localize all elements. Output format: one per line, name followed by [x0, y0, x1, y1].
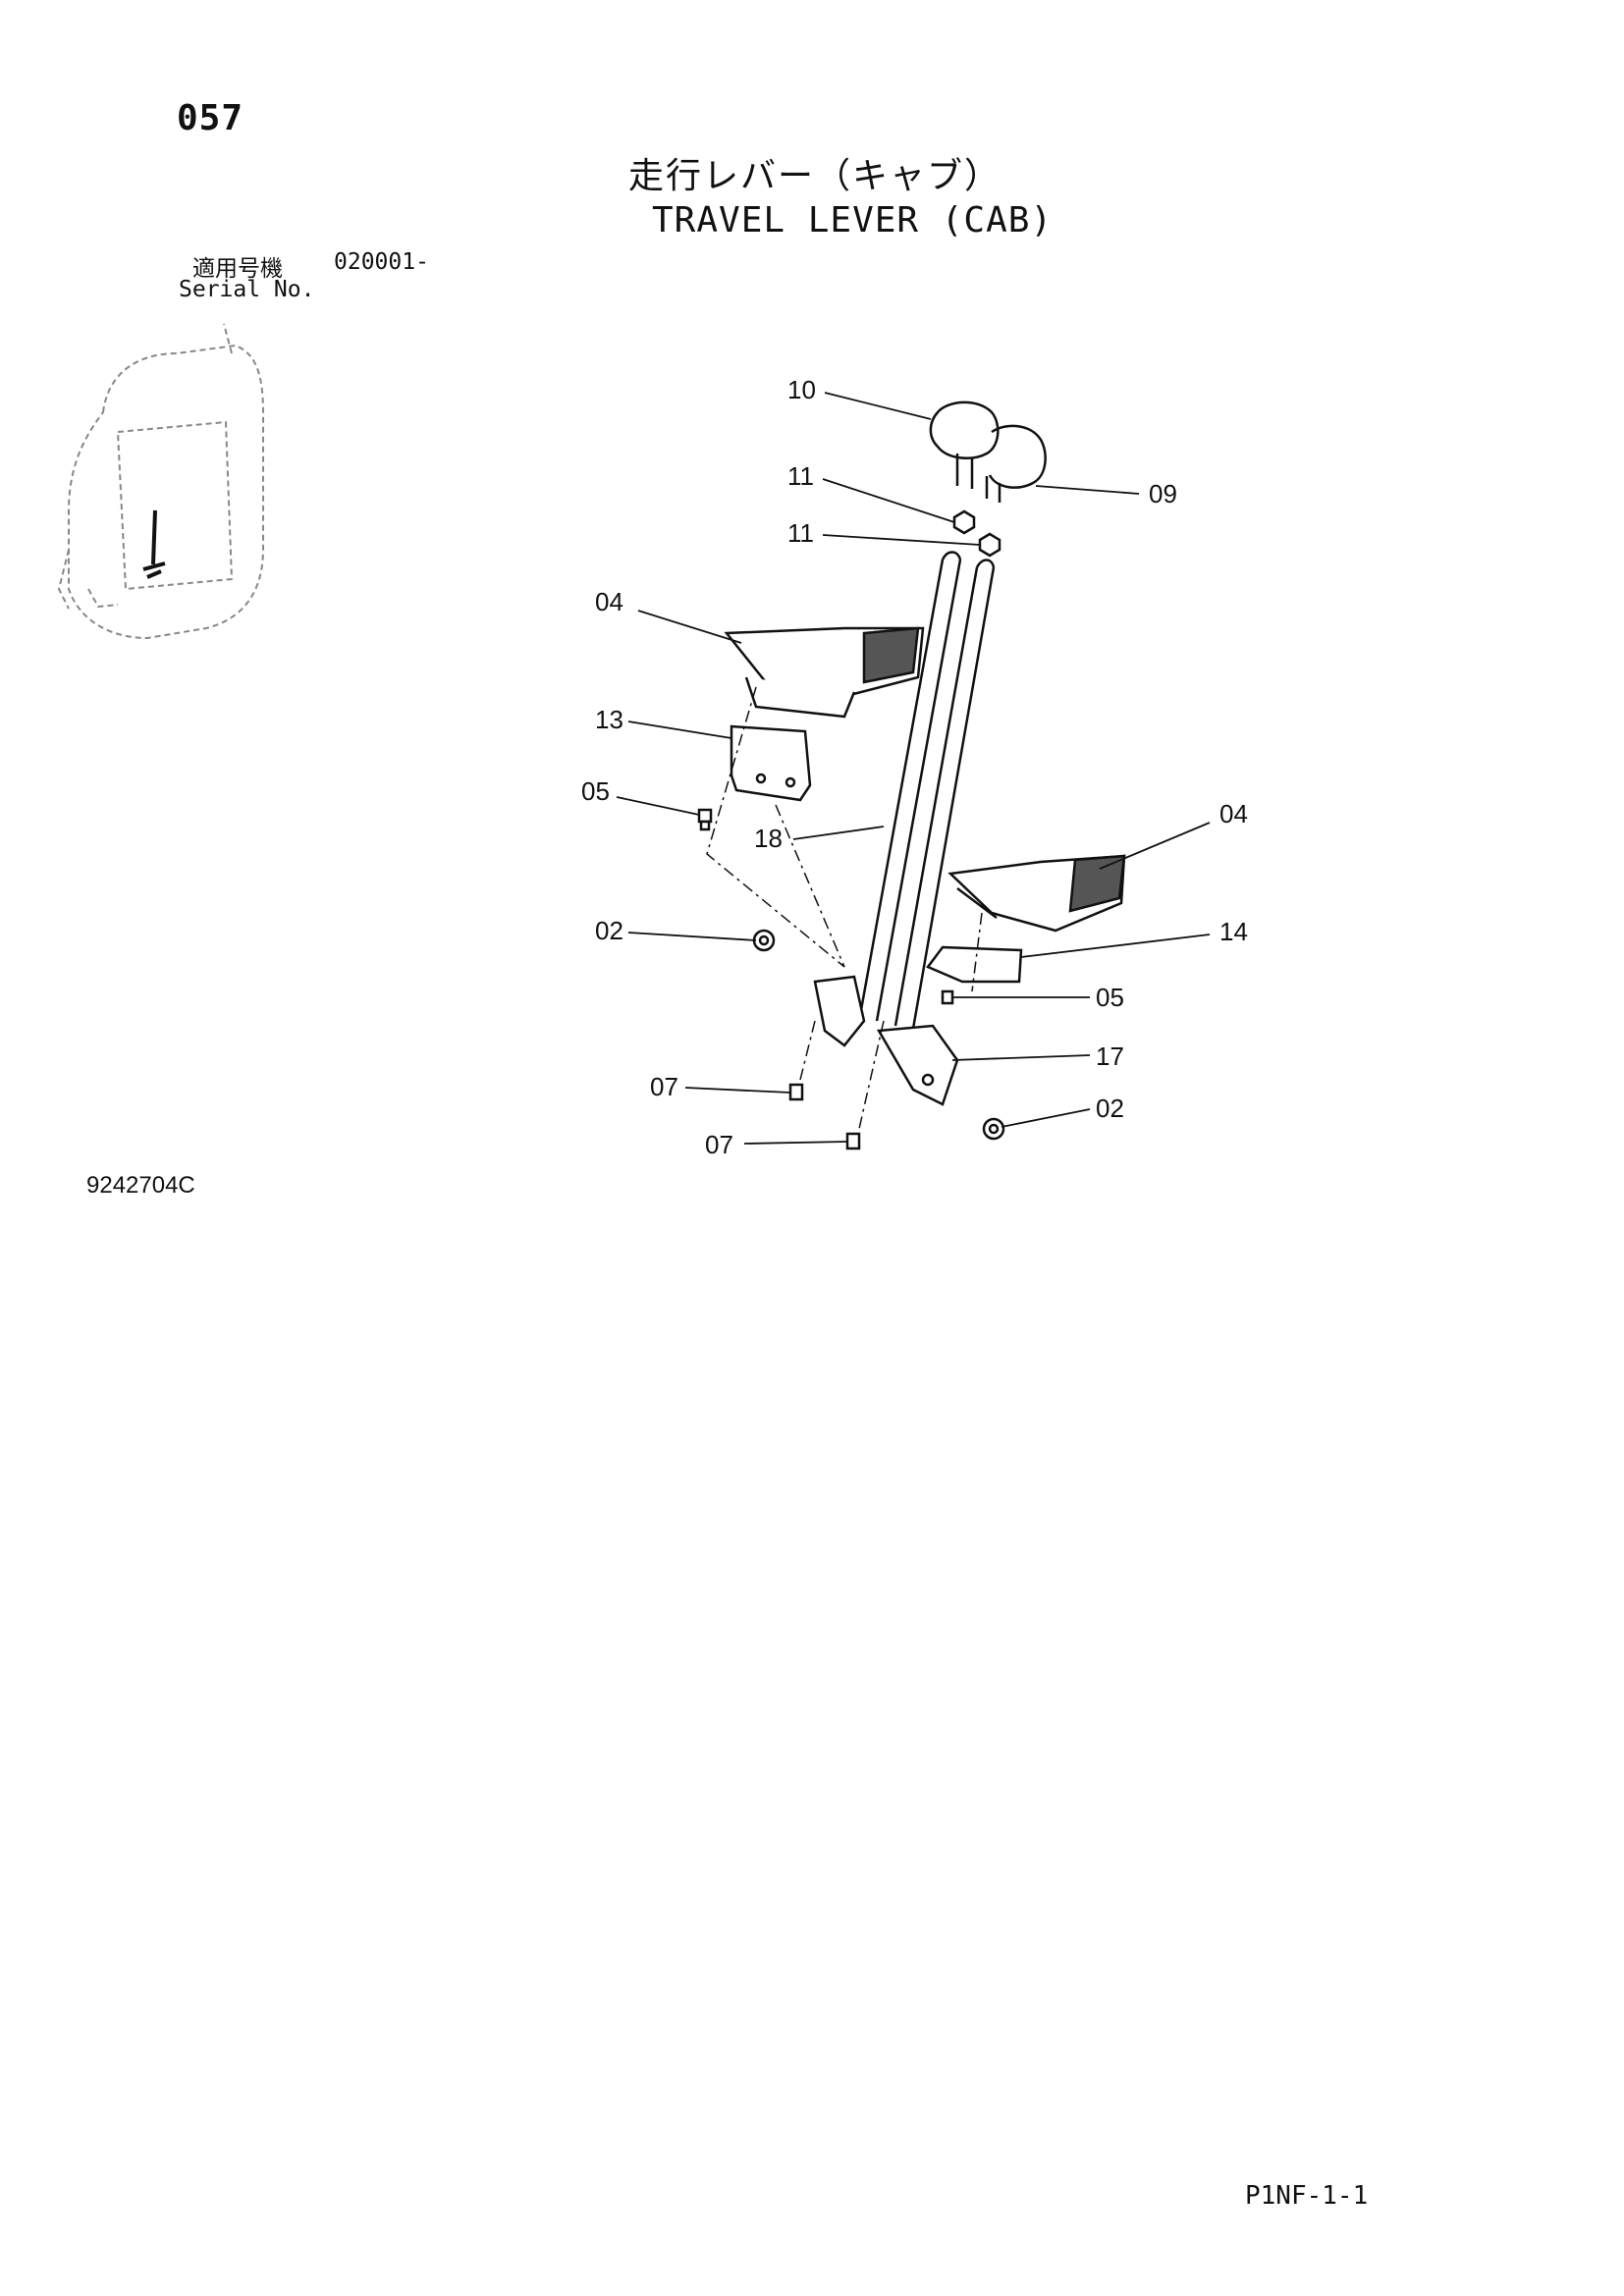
bracket-14 [926, 945, 1023, 984]
callout-07-upper: 07 [650, 1072, 678, 1101]
bolt-07-parts [788, 1083, 861, 1150]
callout-11-lower: 11 [787, 518, 814, 548]
nut-parts [952, 509, 1001, 558]
callout-04-lower: 04 [1219, 799, 1248, 828]
callout-18: 18 [754, 824, 783, 853]
bracket-13 [730, 724, 812, 802]
callout-04-upper: 04 [595, 587, 623, 616]
cab-location-thumbnail [57, 323, 264, 640]
callout-11-upper: 11 [787, 461, 814, 491]
callout-05-upper: 05 [581, 776, 610, 806]
callout-05-lower: 05 [1096, 983, 1124, 1012]
pedal-left [724, 626, 925, 719]
pedal-right [947, 854, 1126, 933]
callout-02-upper: 02 [595, 916, 623, 945]
footer-code: P1NF-1-1 [1245, 2181, 1369, 2211]
leader-lines [616, 392, 1211, 1145]
title-english: TRAVEL LEVER (CAB) [652, 200, 1054, 240]
serial-number-value: 020001- [334, 249, 429, 275]
serial-label-japanese: 適用号機 [192, 256, 283, 282]
thumbnail-lever-mark [142, 509, 166, 579]
callout-13: 13 [595, 705, 623, 734]
screw-02-parts [752, 929, 1005, 1141]
callout-14: 14 [1219, 917, 1248, 946]
drawing-id: 9242704C [86, 1172, 195, 1199]
base-brackets [813, 975, 959, 1106]
assembly-lines [706, 686, 983, 1130]
callout-07-lower: 07 [705, 1130, 733, 1159]
callout-10: 10 [787, 375, 816, 404]
callout-17: 17 [1096, 1041, 1124, 1071]
lever-rods [857, 551, 996, 1030]
serial-label-english: Serial No. [179, 277, 315, 302]
bolt-05-upper [697, 808, 713, 831]
callout-09: 09 [1149, 479, 1177, 508]
page-number: 057 [177, 98, 244, 138]
bolt-05-lower [941, 989, 954, 1005]
lever-grip [929, 400, 1047, 503]
callout-02-lower: 02 [1096, 1094, 1124, 1123]
title-japanese: 走行レバー（キャブ） [628, 156, 1002, 196]
